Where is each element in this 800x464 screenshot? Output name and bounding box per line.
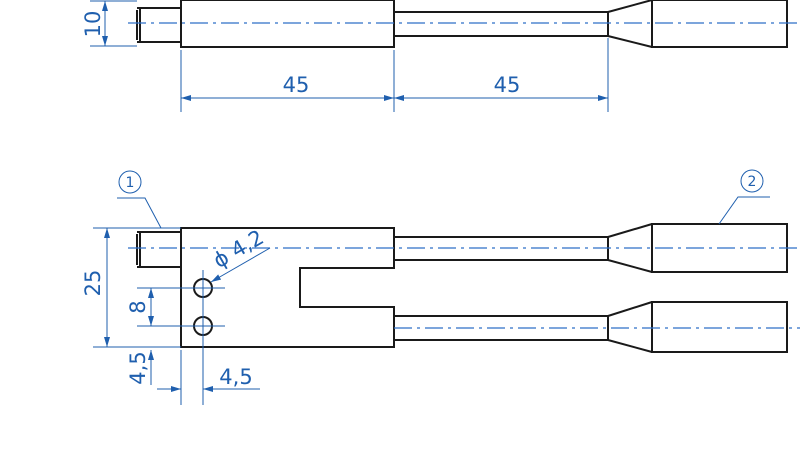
body xyxy=(180,227,395,348)
dim-4-5-vertical: 4,5 xyxy=(126,351,150,384)
screw xyxy=(136,7,181,43)
taper xyxy=(607,0,653,48)
svg-text:2: 2 xyxy=(748,174,757,190)
side-view: 10 45 45 xyxy=(81,0,800,112)
leader-2 xyxy=(718,196,770,225)
sleeve-lower xyxy=(651,301,788,353)
dim-8: 8 xyxy=(126,300,150,313)
screw xyxy=(136,231,181,268)
leader-1 xyxy=(117,197,162,229)
dim-4-5-horizontal: 4,5 xyxy=(219,365,252,389)
dim-45-cable: 45 xyxy=(494,73,521,97)
cable xyxy=(394,11,608,37)
dim-10: 10 xyxy=(81,11,105,38)
front-view: 25 8 4,5 4,5 ϕ 4,2 1 2 xyxy=(81,169,800,405)
balloon-2 xyxy=(740,169,764,193)
dim-25: 25 xyxy=(81,270,105,297)
svg-text:1: 1 xyxy=(126,175,135,191)
cable-lower xyxy=(394,301,653,353)
balloon-1 xyxy=(118,170,142,194)
dim-45-body: 45 xyxy=(283,73,310,97)
